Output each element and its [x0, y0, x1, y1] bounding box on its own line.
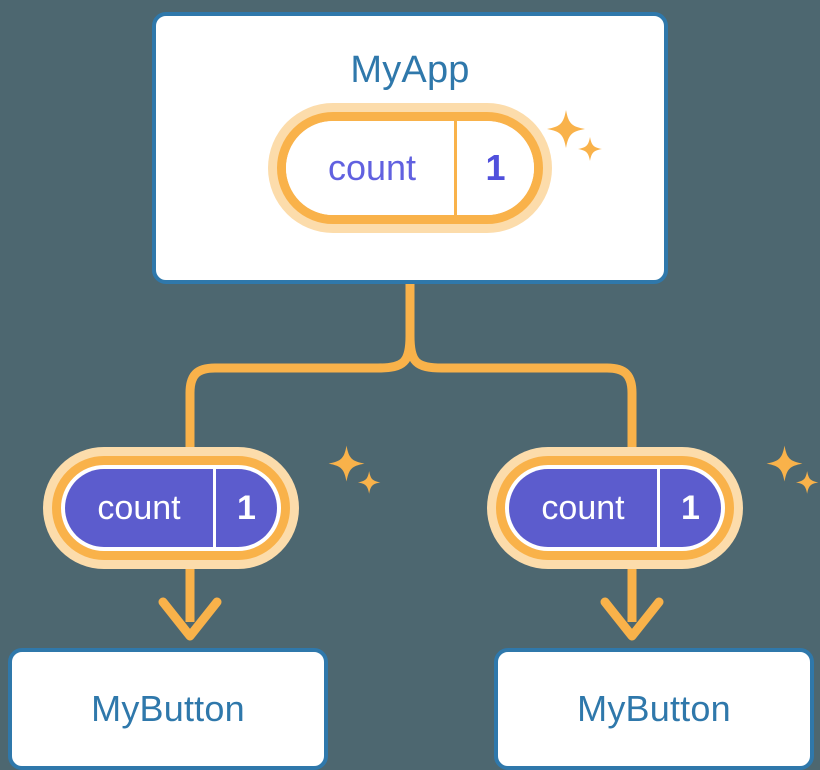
- component-title-mybutton: MyButton: [91, 688, 245, 729]
- sparkles-icon: [760, 440, 820, 511]
- state-pill-border: count 1: [52, 456, 290, 560]
- sparkle-star-small: [357, 471, 381, 494]
- state-key-label: count: [327, 147, 417, 188]
- state-pill-body: count 1: [509, 469, 721, 547]
- state-pill-border: count 1: [496, 456, 734, 560]
- sparkle-star-large: [766, 445, 803, 482]
- arrow-right-down: [600, 560, 664, 641]
- sparkle-star-small: [795, 471, 819, 494]
- state-pill-myapp[interactable]: count 1: [277, 112, 543, 224]
- tree-connector-path: [185, 279, 637, 471]
- state-value-label: 1: [454, 121, 534, 215]
- arrow-left-down: [158, 560, 222, 641]
- component-title-mybutton: MyButton: [577, 688, 731, 729]
- state-pill-mybutton-right[interactable]: count 1: [496, 456, 734, 560]
- state-pill-border: count 1: [277, 112, 543, 224]
- sparkles-icon: [322, 440, 388, 511]
- state-pill-body: count 1: [65, 469, 277, 547]
- sparkle-star-large: [328, 445, 365, 482]
- state-key-label: count: [97, 489, 181, 527]
- state-pill-mybutton-left[interactable]: count 1: [52, 456, 290, 560]
- state-value-label: 1: [657, 469, 721, 547]
- state-key-label: count: [541, 489, 625, 527]
- state-pill-body: count 1: [286, 121, 534, 215]
- component-title-myapp: MyApp: [350, 49, 470, 91]
- state-value-label: 1: [213, 469, 277, 547]
- component-card-mybutton-right[interactable]: MyButton: [494, 648, 814, 770]
- component-card-mybutton-left[interactable]: MyButton: [8, 648, 328, 770]
